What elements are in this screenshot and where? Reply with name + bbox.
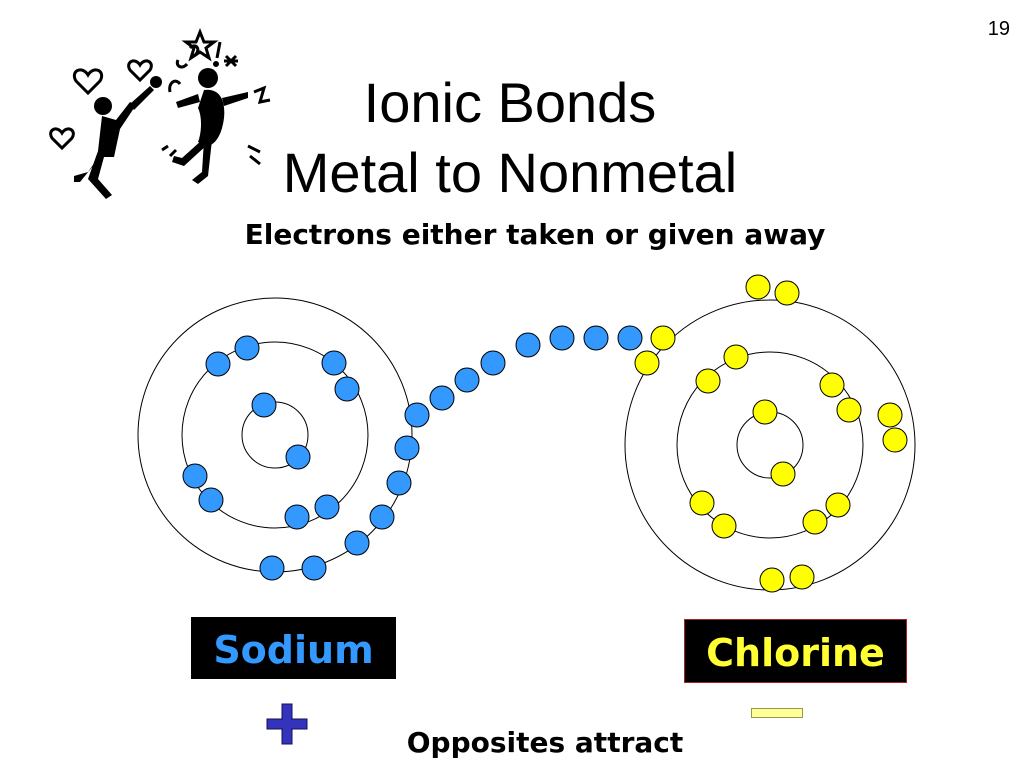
sodium-shell-middle	[181, 341, 369, 529]
chlorine-electron	[650, 325, 676, 351]
sodium-electron	[549, 325, 575, 351]
chlorine-electron	[723, 344, 749, 370]
chlorine-electron	[752, 399, 778, 425]
chlorine-electron	[819, 372, 845, 398]
sodium-electron	[404, 402, 430, 428]
chlorine-electron	[774, 280, 800, 306]
sodium-electron	[234, 335, 260, 361]
sodium-electron	[205, 351, 231, 377]
chlorine-shell-middle	[676, 351, 864, 539]
chlorine-electron	[770, 461, 796, 487]
sodium-electron	[429, 385, 455, 411]
sodium-electron	[617, 325, 643, 351]
chlorine-electron	[711, 513, 737, 539]
sodium-electron	[251, 392, 277, 418]
sodium-electron	[182, 463, 208, 489]
sodium-label: Sodium	[191, 617, 396, 679]
sodium-electron	[480, 350, 506, 376]
sodium-electron	[515, 332, 541, 358]
chlorine-shell-outer	[624, 299, 916, 591]
chlorine-electron	[882, 427, 908, 453]
sodium-electron	[198, 487, 224, 513]
sodium-electron	[583, 325, 609, 351]
chlorine-electron	[825, 492, 851, 518]
sodium-electron	[321, 350, 347, 376]
sodium-shell-inner	[241, 401, 309, 469]
sodium-electron	[454, 367, 480, 393]
chlorine-electron	[695, 368, 721, 394]
sodium-electron	[301, 555, 327, 581]
chlorine-electron	[789, 564, 815, 590]
sodium-electron	[284, 504, 310, 530]
slide-title: Ionic Bonds Metal to Nonmetal	[220, 68, 800, 208]
sodium-electron	[369, 504, 395, 530]
footer-caption: Opposites attract	[406, 726, 684, 759]
slide-number: 19	[987, 18, 1010, 40]
plus-icon	[266, 703, 308, 745]
sodium-shell-outer	[137, 297, 413, 573]
chlorine-electron	[759, 567, 785, 593]
title-line-2: Metal to Nonmetal	[282, 141, 738, 204]
sodium-electron	[285, 444, 311, 470]
chlorine-electron	[877, 402, 903, 428]
chlorine-shell-inner	[736, 411, 804, 479]
sodium-electron	[334, 376, 360, 402]
sodium-electron	[394, 435, 420, 461]
dancing-couple-clipart-icon	[49, 27, 271, 199]
title-line-1: Ionic Bonds	[363, 71, 657, 134]
chlorine-electron	[634, 350, 660, 376]
slide-subtitle: Electrons either taken or given away	[244, 218, 826, 251]
chlorine-electron	[689, 490, 715, 516]
sodium-electron	[386, 470, 412, 496]
sodium-electron	[344, 530, 370, 556]
chlorine-electron	[836, 397, 862, 423]
chlorine-electron	[745, 274, 771, 300]
minus-icon	[751, 708, 803, 718]
chlorine-label: Chlorine	[684, 619, 907, 683]
sodium-electron	[259, 555, 285, 581]
sodium-electron	[314, 494, 340, 520]
chlorine-electron	[802, 509, 828, 535]
